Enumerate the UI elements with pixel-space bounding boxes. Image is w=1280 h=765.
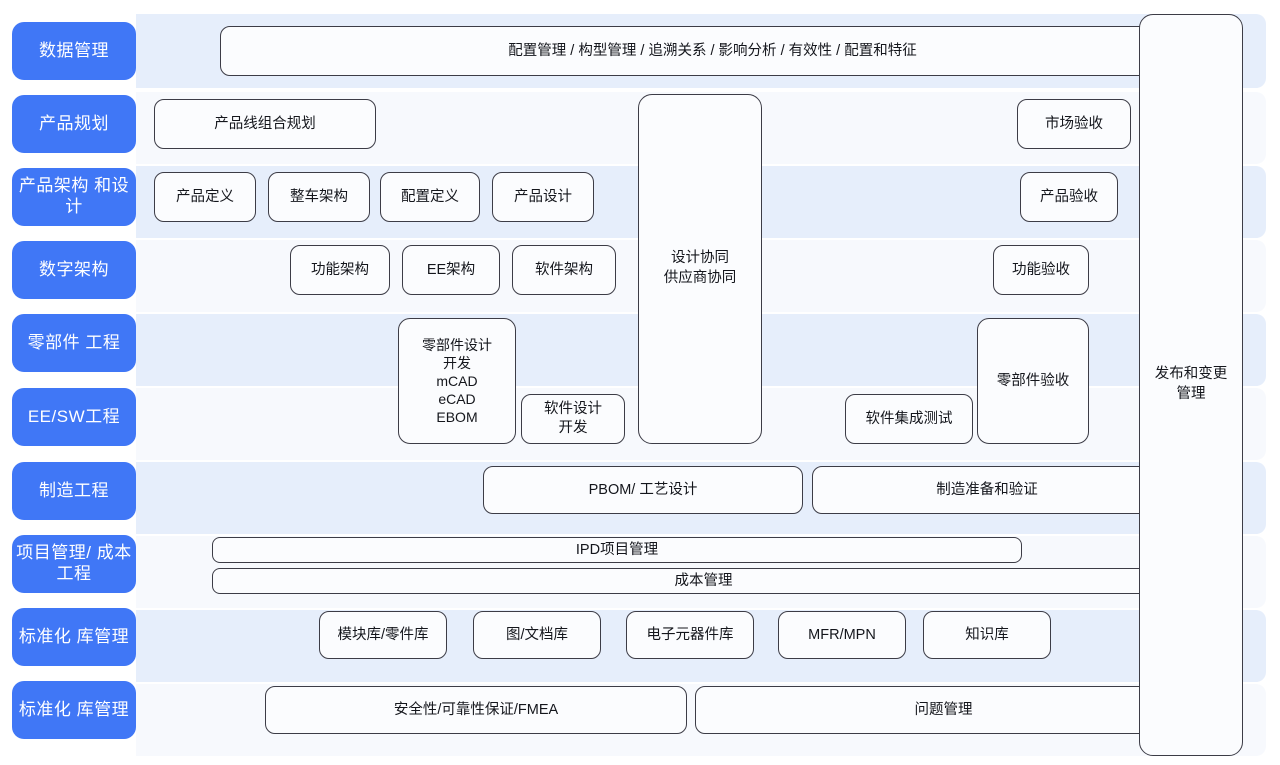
box-drawing-document-library[interactable]: 图/文档库 [473,611,601,659]
box-label: 软件设计 开发 [544,401,602,436]
box-label: 功能架构 [311,261,369,278]
row-band-7-right [1244,462,1266,534]
row-band-8-right [1244,536,1266,608]
box-mfr-mpn[interactable]: MFR/MPN [778,611,906,659]
box-data-management-bar[interactable]: 配置管理 / 构型管理 / 追溯关系 / 影响分析 / 有效性 / 配置和特征 [220,26,1205,76]
box-label: MFR/MPN [808,626,876,643]
box-design-collaboration[interactable]: 设计协同 供应商协同 [638,94,762,444]
box-software-design-development[interactable]: 软件设计 开发 [521,394,625,444]
box-issue-management[interactable]: 问题管理 [695,686,1192,734]
box-cost-management[interactable]: 成本管理 [212,568,1195,594]
box-label: EE架构 [426,261,476,278]
box-module-part-library[interactable]: 模块库/零件库 [319,611,447,659]
box-ee-architecture[interactable]: EE架构 [402,245,500,295]
row-band-2-right [1244,92,1266,164]
box-release-change-management[interactable]: 发布和变更 管理 [1139,14,1243,756]
box-label: 零部件验收 [996,372,1070,389]
category-label: 项目管理/ 成本工程 [16,543,132,583]
row-band-9-right [1244,610,1266,682]
box-label: 整车架构 [290,188,348,205]
box-label: 功能验收 [1012,261,1070,278]
box-market-acceptance[interactable]: 市场验收 [1017,99,1131,149]
category-part-engineering[interactable]: 零部件 工程 [12,314,136,372]
box-label: 模块库/零件库 [337,626,429,643]
box-pbom-process-design[interactable]: PBOM/ 工艺设计 [483,466,803,514]
box-functional-architecture[interactable]: 功能架构 [290,245,390,295]
box-label: 产品设计 [514,188,572,205]
box-manufacturing-prep-validation[interactable]: 制造准备和验证 [812,466,1162,514]
box-label: 软件集成测试 [865,410,953,427]
category-label: 产品架构 和设计 [18,176,130,216]
box-part-acceptance[interactable]: 零部件验收 [977,318,1089,444]
box-label: 市场验收 [1045,115,1103,132]
box-part-design-development[interactable]: 零部件设计 开发 mCAD eCAD EBOM [398,318,516,444]
box-label: 图/文档库 [505,626,569,643]
category-digital-architecture[interactable]: 数字架构 [12,241,136,299]
row-band-6-right [1244,388,1266,460]
box-label: 零部件设计 开发 mCAD eCAD EBOM [422,336,492,426]
category-label: 制造工程 [39,480,109,500]
box-label: 成本管理 [674,572,733,589]
box-safety-reliability-fmea[interactable]: 安全性/可靠性保证/FMEA [265,686,687,734]
row-band-3-right [1244,166,1266,238]
box-label: 配置管理 / 构型管理 / 追溯关系 / 影响分析 / 有效性 / 配置和特征 [508,42,917,59]
box-label: PBOM/ 工艺设计 [588,481,698,498]
box-label: 设计协同 供应商协同 [663,250,737,286]
box-label: 发布和变更 管理 [1154,366,1228,402]
category-label: 标准化 库管理 [18,699,130,719]
box-label: 电子元器件库 [646,626,734,643]
box-label: 配置定义 [401,188,459,205]
box-label: 产品线组合规划 [214,115,316,132]
category-manufacturing-engineering[interactable]: 制造工程 [12,462,136,520]
category-label: 数据管理 [39,40,109,60]
category-label: 数字架构 [39,259,109,279]
category-product-architecture[interactable]: 产品架构 和设计 [12,168,136,226]
box-label: 产品验收 [1040,188,1098,205]
box-electronic-component-library[interactable]: 电子元器件库 [626,611,754,659]
row-band-10-right [1244,684,1266,756]
box-ipd-project-management[interactable]: IPD项目管理 [212,537,1022,563]
box-label: 软件架构 [535,261,593,278]
category-product-planning[interactable]: 产品规划 [12,95,136,153]
box-label: IPD项目管理 [575,541,659,558]
category-standard-library-1[interactable]: 标准化 库管理 [12,608,136,666]
box-software-architecture[interactable]: 软件架构 [512,245,616,295]
category-data-management[interactable]: 数据管理 [12,22,136,80]
box-label: 产品定义 [176,188,234,205]
box-functional-acceptance[interactable]: 功能验收 [993,245,1089,295]
category-project-cost-engineering[interactable]: 项目管理/ 成本工程 [12,535,136,593]
box-label: 安全性/可靠性保证/FMEA [393,701,559,718]
category-standard-library-2[interactable]: 标准化 库管理 [12,681,136,739]
box-label: 制造准备和验证 [936,481,1038,498]
row-band-4-right [1244,240,1266,312]
box-knowledge-library[interactable]: 知识库 [923,611,1051,659]
row-band-5-right [1244,314,1266,386]
category-ee-sw-engineering[interactable]: EE/SW工程 [12,388,136,446]
box-label: 知识库 [965,626,1009,643]
category-label: EE/SW工程 [27,406,121,426]
box-product-line-portfolio[interactable]: 产品线组合规划 [154,99,376,149]
box-product-design[interactable]: 产品设计 [492,172,594,222]
row-band-1-right [1244,14,1266,88]
category-label: 零部件 工程 [27,332,121,352]
box-vehicle-architecture[interactable]: 整车架构 [268,172,370,222]
box-configuration-definition[interactable]: 配置定义 [380,172,480,222]
box-label: 问题管理 [914,701,973,718]
category-label: 产品规划 [39,113,109,133]
category-label: 标准化 库管理 [18,626,130,646]
box-product-acceptance[interactable]: 产品验收 [1020,172,1118,222]
box-software-integration-test[interactable]: 软件集成测试 [845,394,973,444]
box-product-definition[interactable]: 产品定义 [154,172,256,222]
